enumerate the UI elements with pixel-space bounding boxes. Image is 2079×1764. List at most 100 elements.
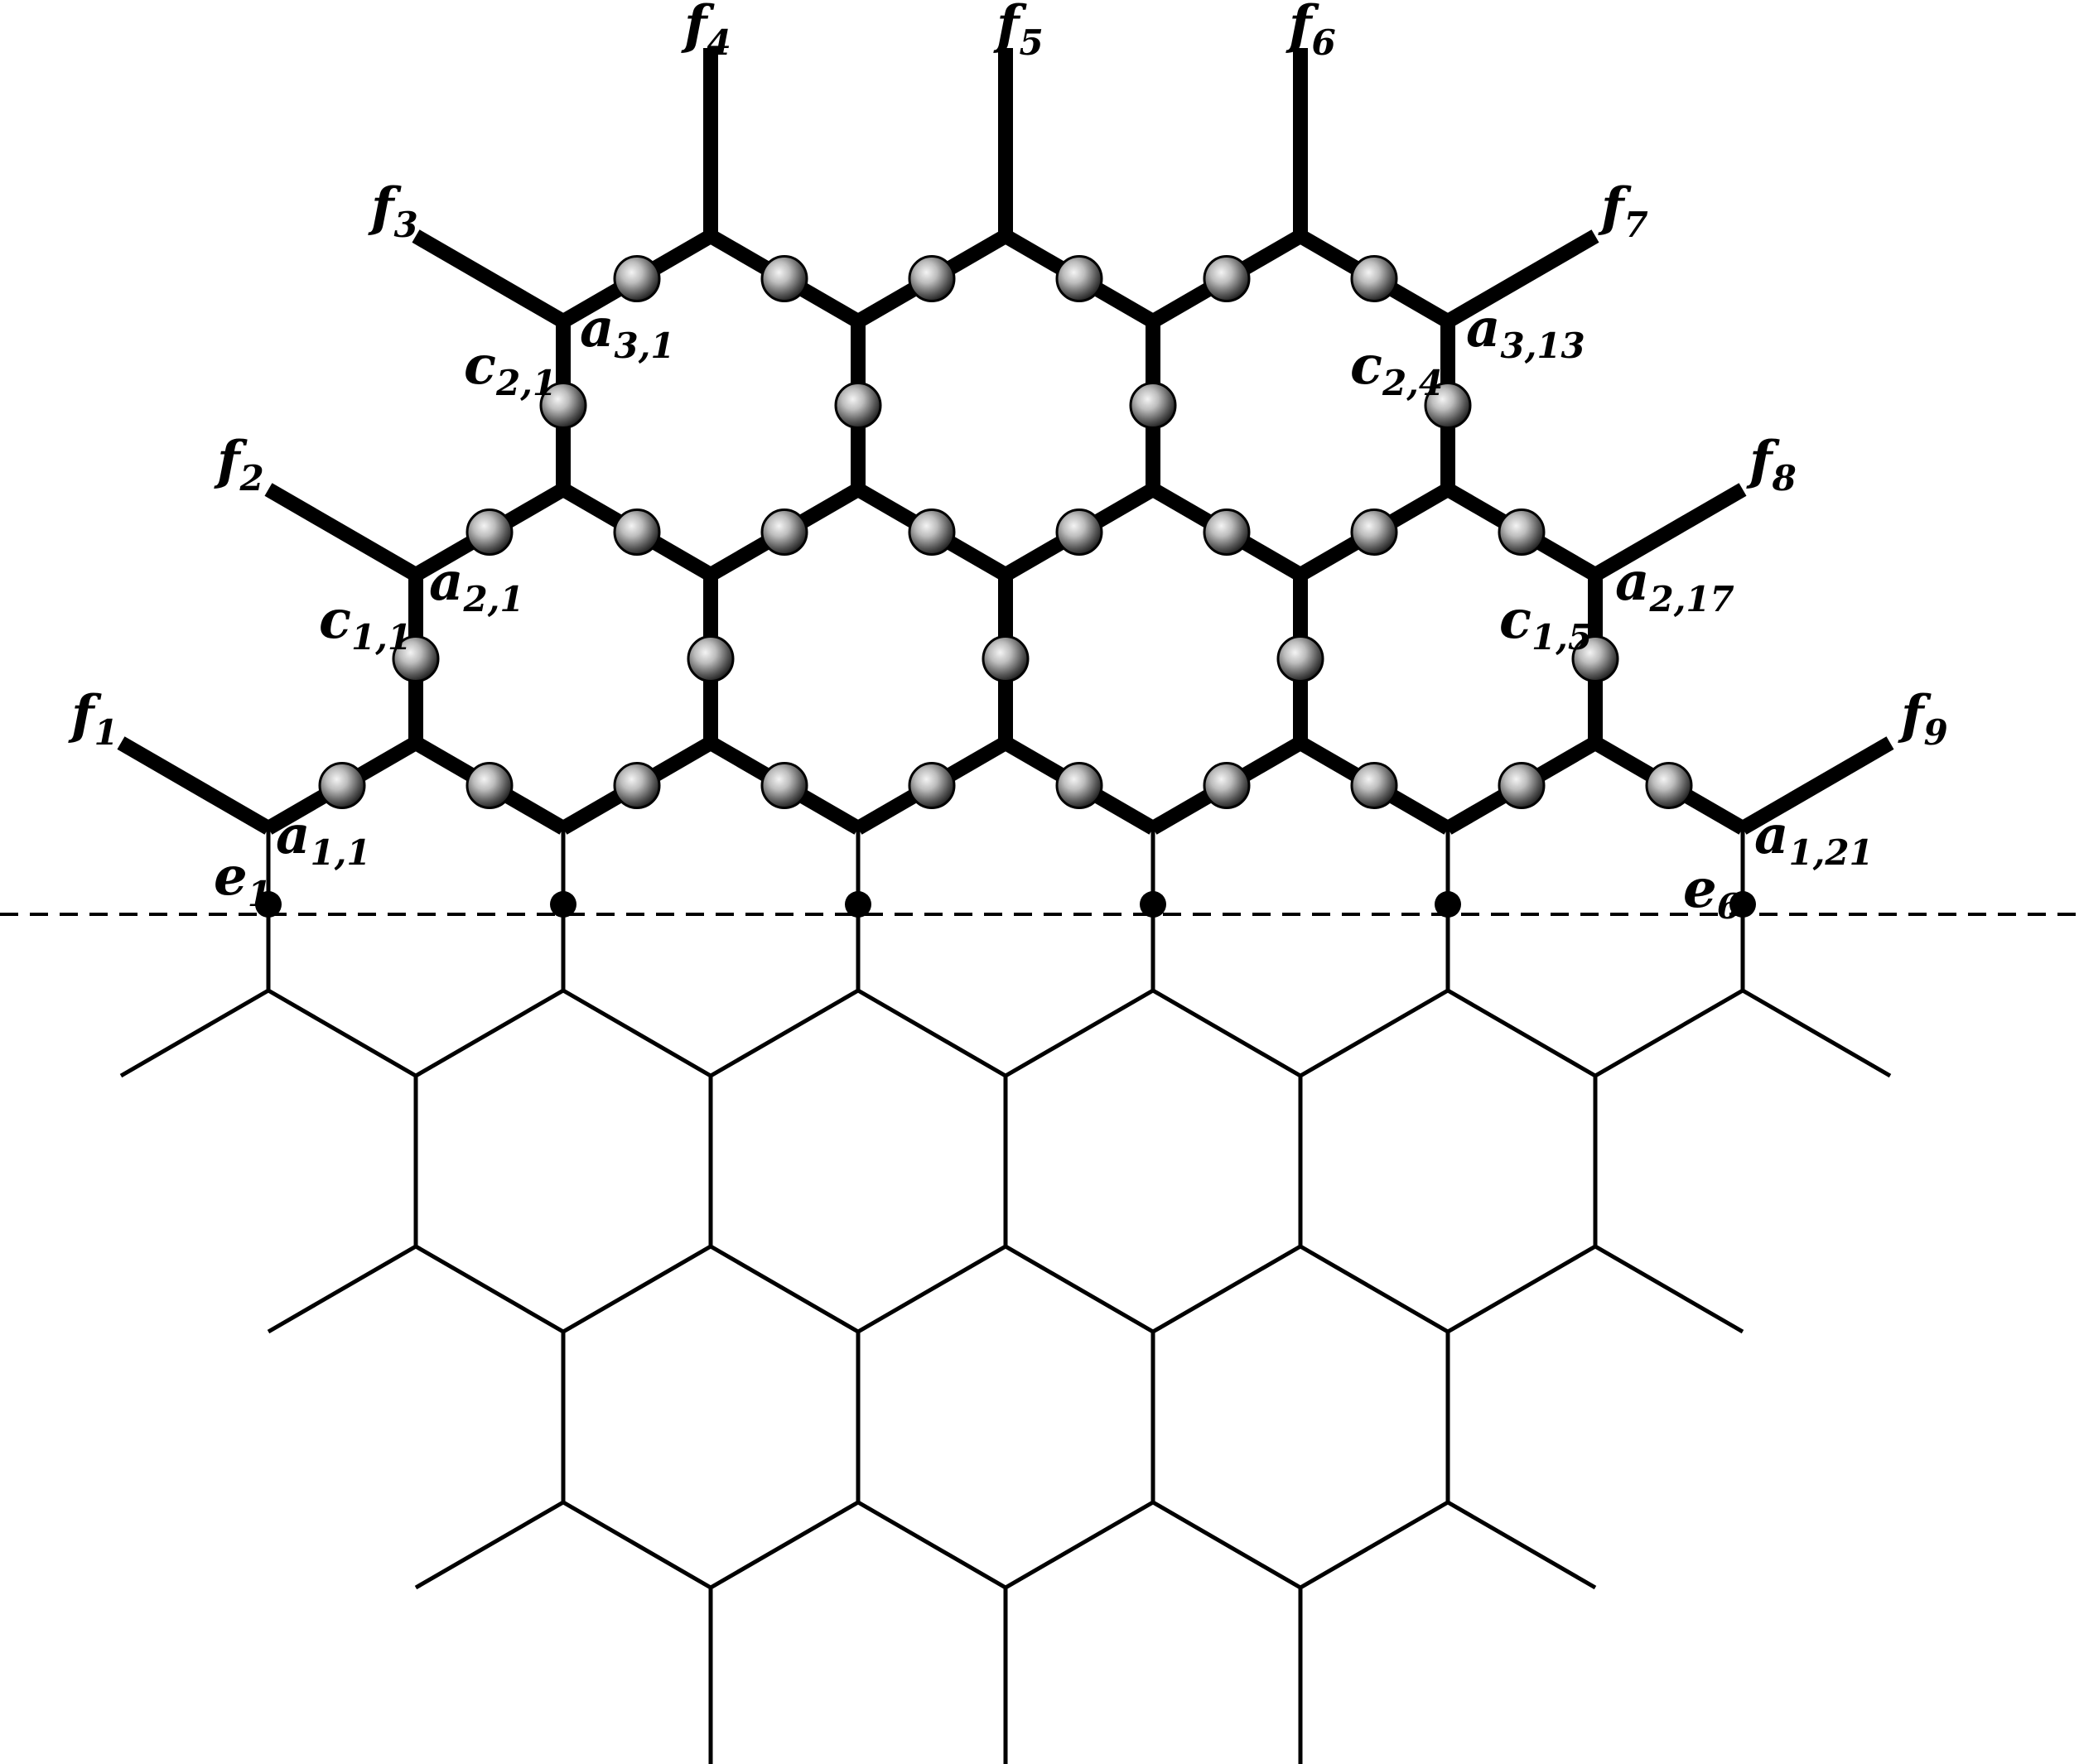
bead: [1571, 635, 1619, 682]
bead: [1498, 508, 1546, 556]
bead: [1424, 382, 1472, 429]
thin-edge: [1741, 988, 1892, 1078]
label-f3: f3: [368, 176, 418, 245]
boundary-dot: [550, 891, 576, 918]
thick-edge: [1444, 229, 1599, 328]
bead: [687, 635, 735, 682]
bead: [1350, 762, 1398, 809]
bead: [760, 255, 808, 302]
upper-thick-lattice: [117, 48, 1894, 835]
label-f9: f9: [1898, 684, 1948, 753]
thin-edge: [1151, 1244, 1302, 1334]
thick-edge: [1591, 483, 1747, 581]
boundary-dots: [255, 891, 1756, 918]
lower-thin-lattice: [119, 828, 1892, 1764]
label-f4: f4: [681, 0, 731, 63]
thin-edge: [414, 1500, 565, 1590]
bead: [1350, 255, 1398, 302]
bead: [908, 508, 956, 556]
bead: [1129, 382, 1177, 429]
thin-edge: [1594, 988, 1744, 1078]
label-f8: f8: [1746, 430, 1797, 499]
label-a313: a3,13: [1466, 297, 1585, 366]
bead: [908, 762, 956, 809]
bead: [834, 382, 882, 429]
label-c21: c2,1: [464, 335, 557, 403]
label-f7: f7: [1598, 176, 1648, 245]
bead: [760, 508, 808, 556]
bead: [1055, 508, 1103, 556]
bead: [613, 255, 661, 302]
thin-edge: [267, 1244, 417, 1334]
thick-edge: [264, 483, 420, 581]
thin-edge: [1299, 988, 1450, 1078]
boundary-dot: [255, 891, 282, 918]
label-e1: e1: [214, 846, 272, 914]
thin-edge: [267, 988, 417, 1078]
label-e6: e6: [1683, 858, 1741, 927]
bead: [1645, 762, 1693, 809]
thin-edge: [856, 1500, 1007, 1590]
boundary-dot: [1435, 891, 1461, 918]
edge-beads: [318, 255, 1693, 809]
thin-edge: [1151, 988, 1302, 1078]
bead: [908, 255, 956, 302]
bead: [982, 635, 1030, 682]
thick-edge: [117, 736, 273, 835]
bead: [1203, 508, 1251, 556]
thin-edge: [709, 988, 860, 1078]
thin-edge: [1299, 1500, 1450, 1590]
label-c11: c1,1: [319, 589, 412, 658]
label-a11: a1,1: [276, 804, 371, 873]
thin-edge: [1004, 1500, 1155, 1590]
thick-edge: [1739, 736, 1894, 835]
bead: [539, 382, 587, 429]
bead: [760, 762, 808, 809]
bead: [1498, 762, 1546, 809]
label-f2: f2: [214, 430, 264, 499]
thin-edge: [562, 1500, 712, 1590]
vertex-labels: f1 f2 f3 f4 f5 f6 f7 f8 f9 a1,1 a2,1 a3,…: [68, 0, 1948, 927]
label-a121: a1,21: [1754, 804, 1874, 873]
label-a217: a2,17: [1615, 551, 1734, 619]
bead: [1276, 635, 1324, 682]
thin-edge: [1004, 1244, 1155, 1334]
thin-edge: [414, 988, 565, 1078]
thin-edge: [1151, 1500, 1302, 1590]
thin-edge: [414, 1244, 565, 1334]
bead: [1203, 762, 1251, 809]
bead: [1350, 508, 1398, 556]
boundary-dot: [1140, 891, 1166, 918]
thin-edge: [1004, 988, 1155, 1078]
label-f5: f5: [993, 0, 1044, 63]
thin-edge: [1299, 1244, 1450, 1334]
label-f1: f1: [68, 684, 118, 753]
bead: [1203, 255, 1251, 302]
bead: [1055, 255, 1103, 302]
label-c15: c1,5: [1499, 589, 1592, 658]
bead: [392, 635, 440, 682]
thin-edge: [856, 1244, 1007, 1334]
thin-edge: [709, 1244, 860, 1334]
thick-edge: [412, 229, 567, 328]
label-a21: a2,1: [429, 551, 524, 619]
bead: [1055, 762, 1103, 809]
thin-edge: [709, 1500, 860, 1590]
boundary-dot: [845, 891, 871, 918]
thin-edge: [1446, 1500, 1597, 1590]
label-c24: c2,4: [1350, 335, 1443, 403]
thin-edge: [1446, 1244, 1597, 1334]
bead: [465, 762, 514, 809]
label-f6: f6: [1286, 0, 1336, 63]
label-a31: a3,1: [580, 297, 675, 366]
thin-edge: [1446, 988, 1597, 1078]
thin-edge: [1594, 1244, 1744, 1334]
thin-edge: [119, 988, 270, 1078]
bead: [318, 762, 366, 809]
thin-edge: [562, 1244, 712, 1334]
bead: [613, 762, 661, 809]
bead: [613, 508, 661, 556]
bead: [465, 508, 514, 556]
thin-edge: [562, 988, 712, 1078]
